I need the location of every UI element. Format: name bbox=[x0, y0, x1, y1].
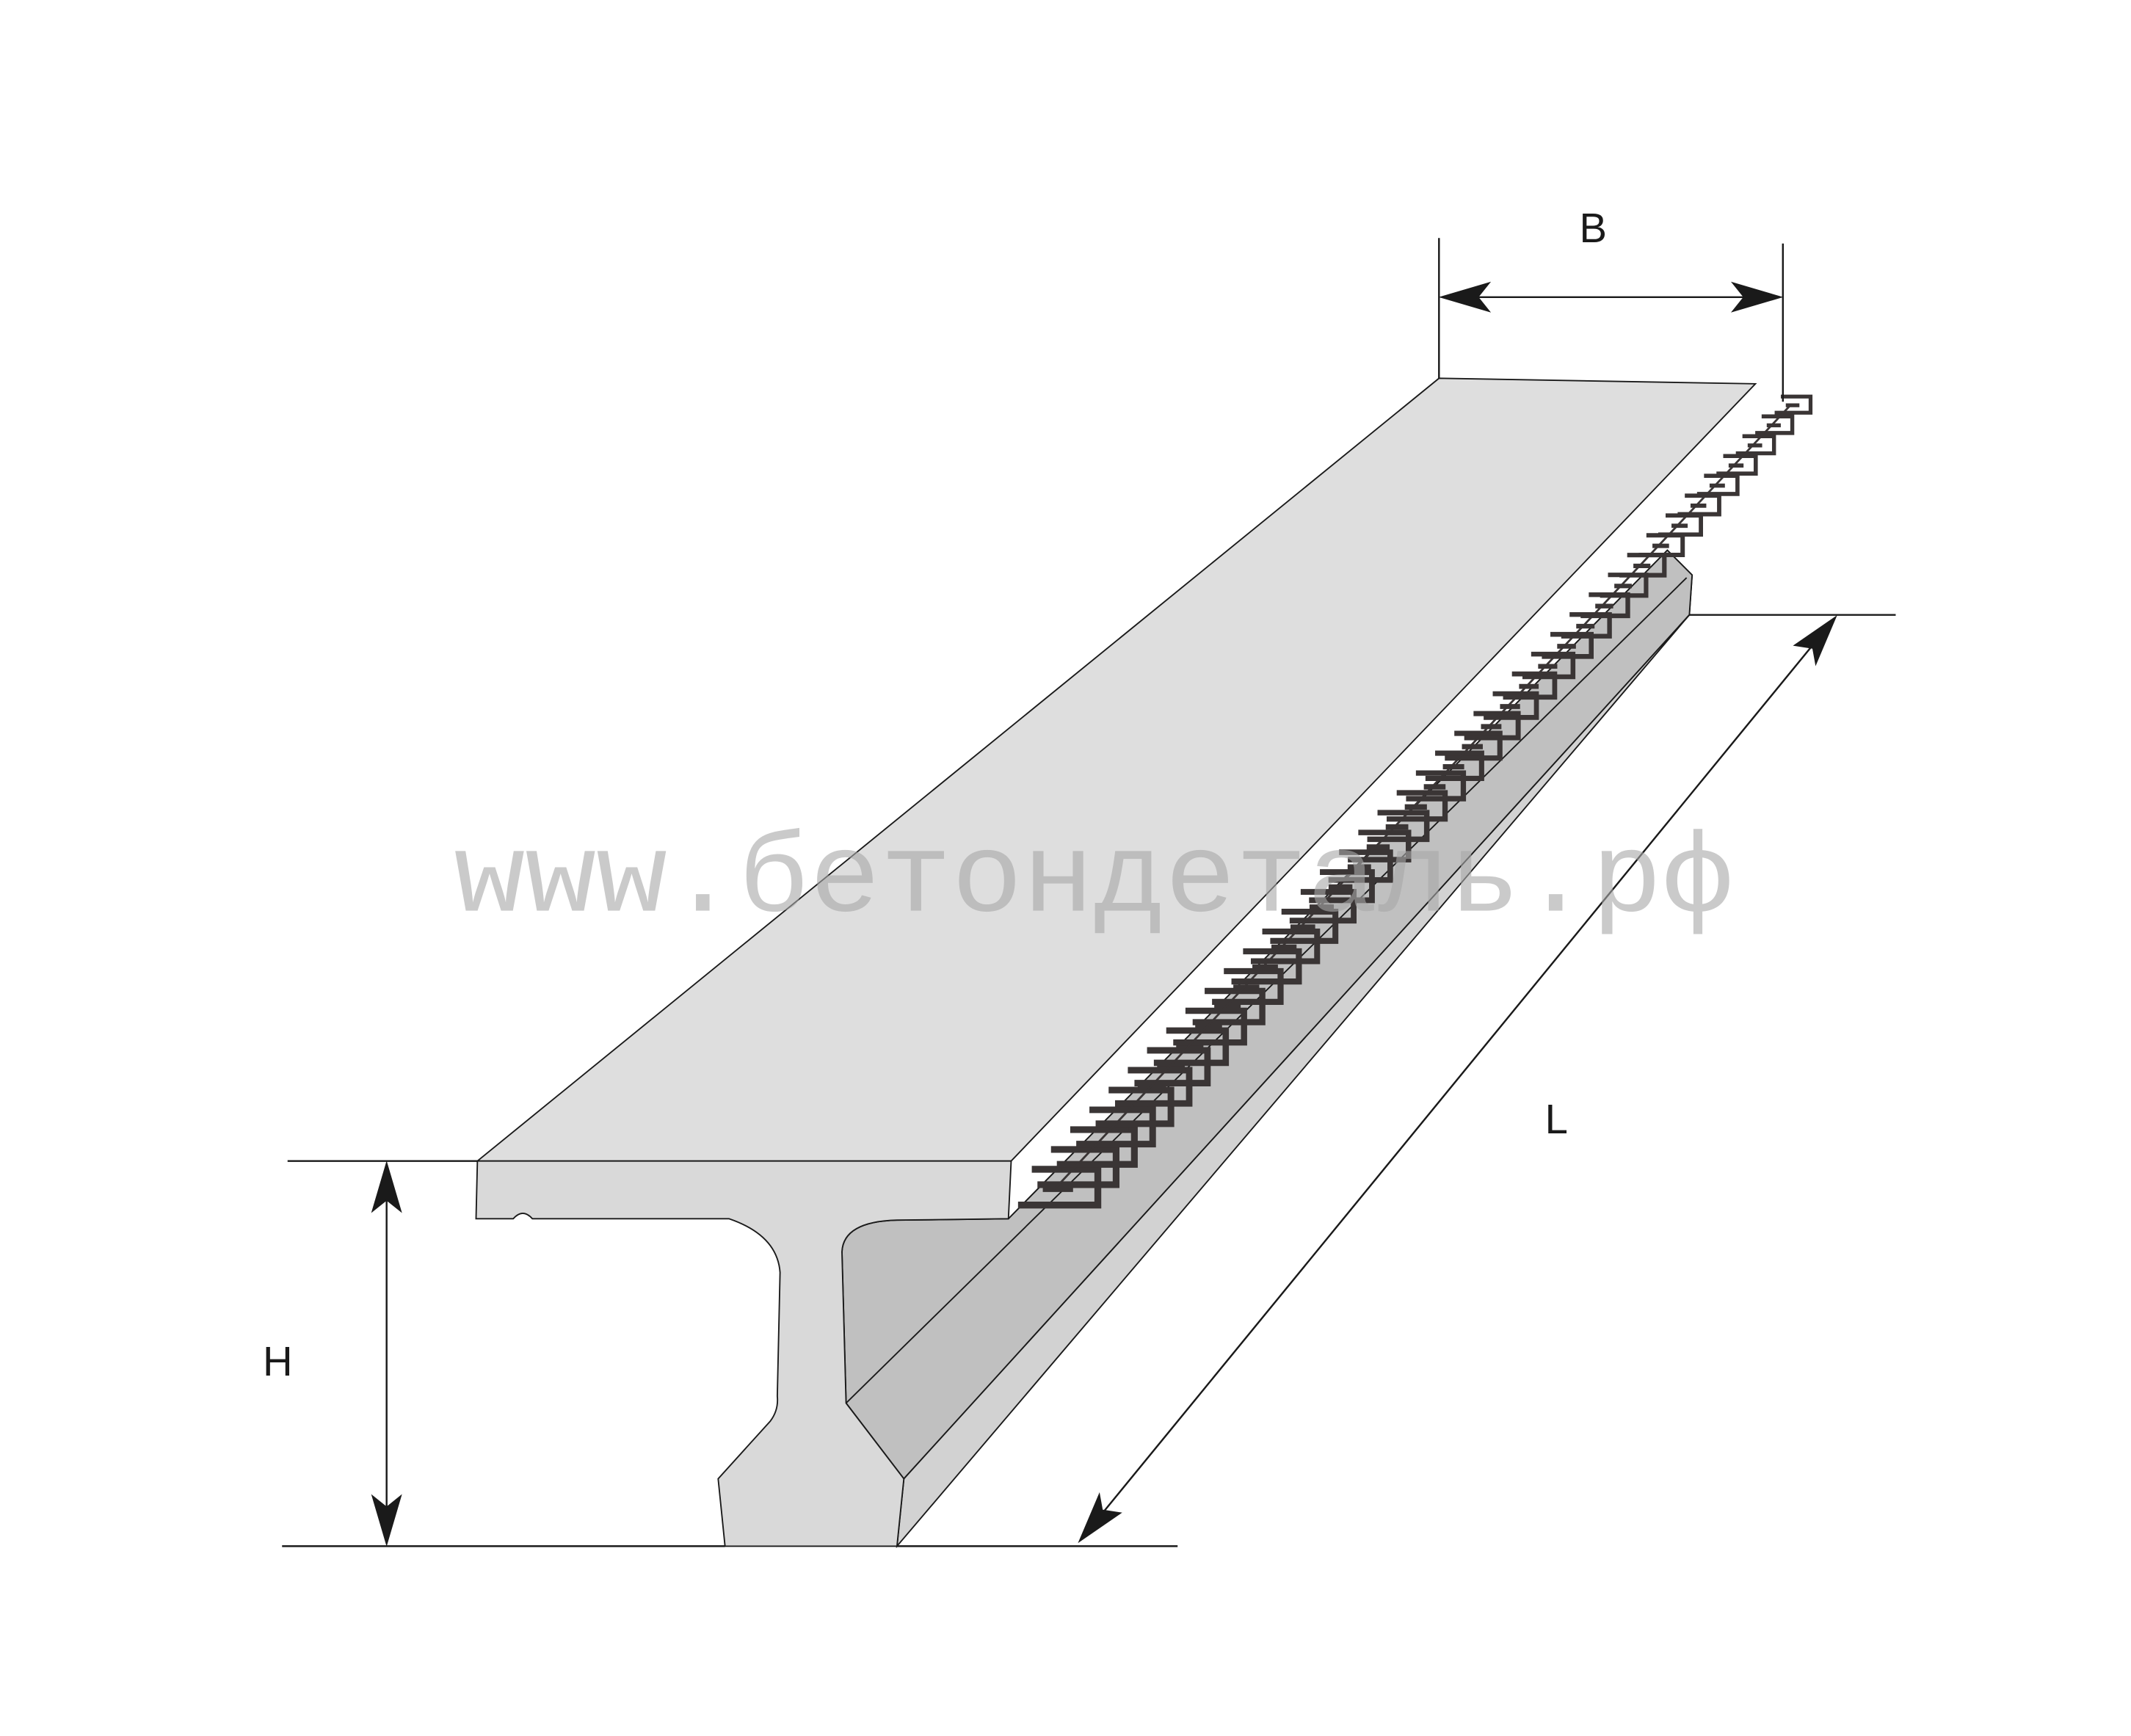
beam bbox=[475, 377, 1757, 1549]
rebar-hook bbox=[1289, 889, 1357, 924]
rebar-longitudinal-bar bbox=[1051, 403, 1793, 1192]
rebar-hook bbox=[1425, 750, 1484, 781]
l-dimension-line bbox=[1079, 617, 1836, 1541]
rebar-hook bbox=[1638, 533, 1685, 557]
b-arrow-left bbox=[1438, 281, 1492, 313]
rebar-hook bbox=[1250, 928, 1321, 965]
rebar-hook bbox=[1755, 414, 1795, 435]
rebar-hook bbox=[1484, 691, 1539, 720]
rebar-hook bbox=[1386, 790, 1448, 822]
web-edge-line bbox=[845, 577, 1688, 1404]
h-arrow-top bbox=[371, 1161, 402, 1213]
rebar-hook bbox=[1348, 829, 1412, 862]
rebar-hook bbox=[1464, 711, 1521, 741]
rebar-hook bbox=[1735, 434, 1776, 456]
l-arrow-near bbox=[1078, 1492, 1122, 1544]
rebar-hook bbox=[1309, 869, 1375, 904]
rebar-hook bbox=[1696, 473, 1740, 496]
rebar-hook bbox=[1192, 987, 1266, 1025]
b-arrow-right bbox=[1730, 281, 1784, 313]
width-label: B bbox=[1579, 205, 1607, 251]
rebar-hook bbox=[1406, 770, 1467, 802]
height-label: H bbox=[263, 1338, 293, 1384]
rebar-hook bbox=[1231, 948, 1302, 985]
rebar-hook bbox=[1212, 967, 1284, 1005]
rebar-hook bbox=[1716, 454, 1758, 476]
rebar-hook bbox=[1677, 493, 1721, 517]
rebar-hook bbox=[1270, 909, 1339, 944]
rebar-hook bbox=[1328, 849, 1393, 883]
rebar-hook bbox=[1367, 810, 1430, 843]
rebar-hook bbox=[1774, 394, 1813, 415]
beam-top-face bbox=[475, 377, 1757, 1162]
rebar-hook bbox=[1445, 730, 1503, 761]
watermark: www.бетондеталь.рф bbox=[454, 818, 1734, 945]
rebar-hooks bbox=[1017, 394, 1813, 1209]
dimension-lines bbox=[282, 238, 1896, 1547]
h-arrow-bottom bbox=[371, 1494, 402, 1547]
l-arrow-far bbox=[1793, 615, 1837, 667]
beam-cross-section bbox=[475, 1160, 1012, 1547]
rebar-hook bbox=[1503, 671, 1558, 700]
length-label: L bbox=[1545, 1096, 1568, 1142]
rebar-hook bbox=[1658, 513, 1703, 537]
